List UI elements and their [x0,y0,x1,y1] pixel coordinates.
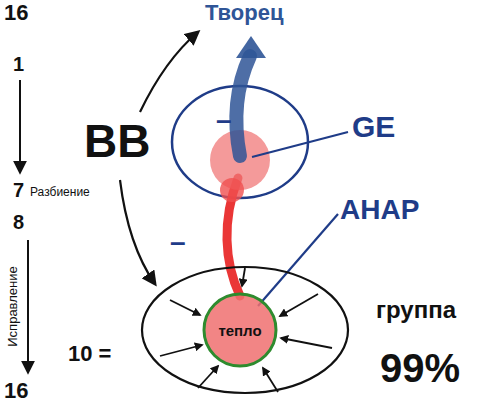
outer-ellipse [142,267,348,393]
heat-circle [204,294,276,366]
node-text: 10 = [68,343,111,365]
group-label: группа [376,298,456,322]
node-text: тепло [218,323,261,338]
inward-arrows [160,268,332,392]
pink-blob [220,178,244,202]
outer-ellipse: тепло10 = [140,265,350,395]
creator-label: Творец [205,2,283,24]
bb-label: ВВ [84,118,150,164]
scale-number: 16 [4,380,28,402]
anar-label: АНАР [340,196,419,224]
heat-circle: тепло [202,292,278,368]
stage-label: Разбиение [30,186,90,198]
blue-arrow-head [236,36,266,58]
ge-label: GE [352,112,395,142]
percent-label: 99% [380,348,460,388]
scale-number: 1 [13,54,24,74]
blue-arrow [236,56,250,156]
scale-number: 16 [4,2,28,24]
scale-number: 7 [13,180,24,200]
bb-arrow [120,180,155,284]
minus-sign: – [170,228,186,256]
stage-label: Исправление [6,252,19,362]
leader-line [252,132,348,157]
bb-arrow [140,32,198,112]
scale-number: 8 [13,212,24,232]
scale-arrow [27,240,29,372]
scale-arrow [19,80,21,172]
minus-sign: – [216,106,232,134]
